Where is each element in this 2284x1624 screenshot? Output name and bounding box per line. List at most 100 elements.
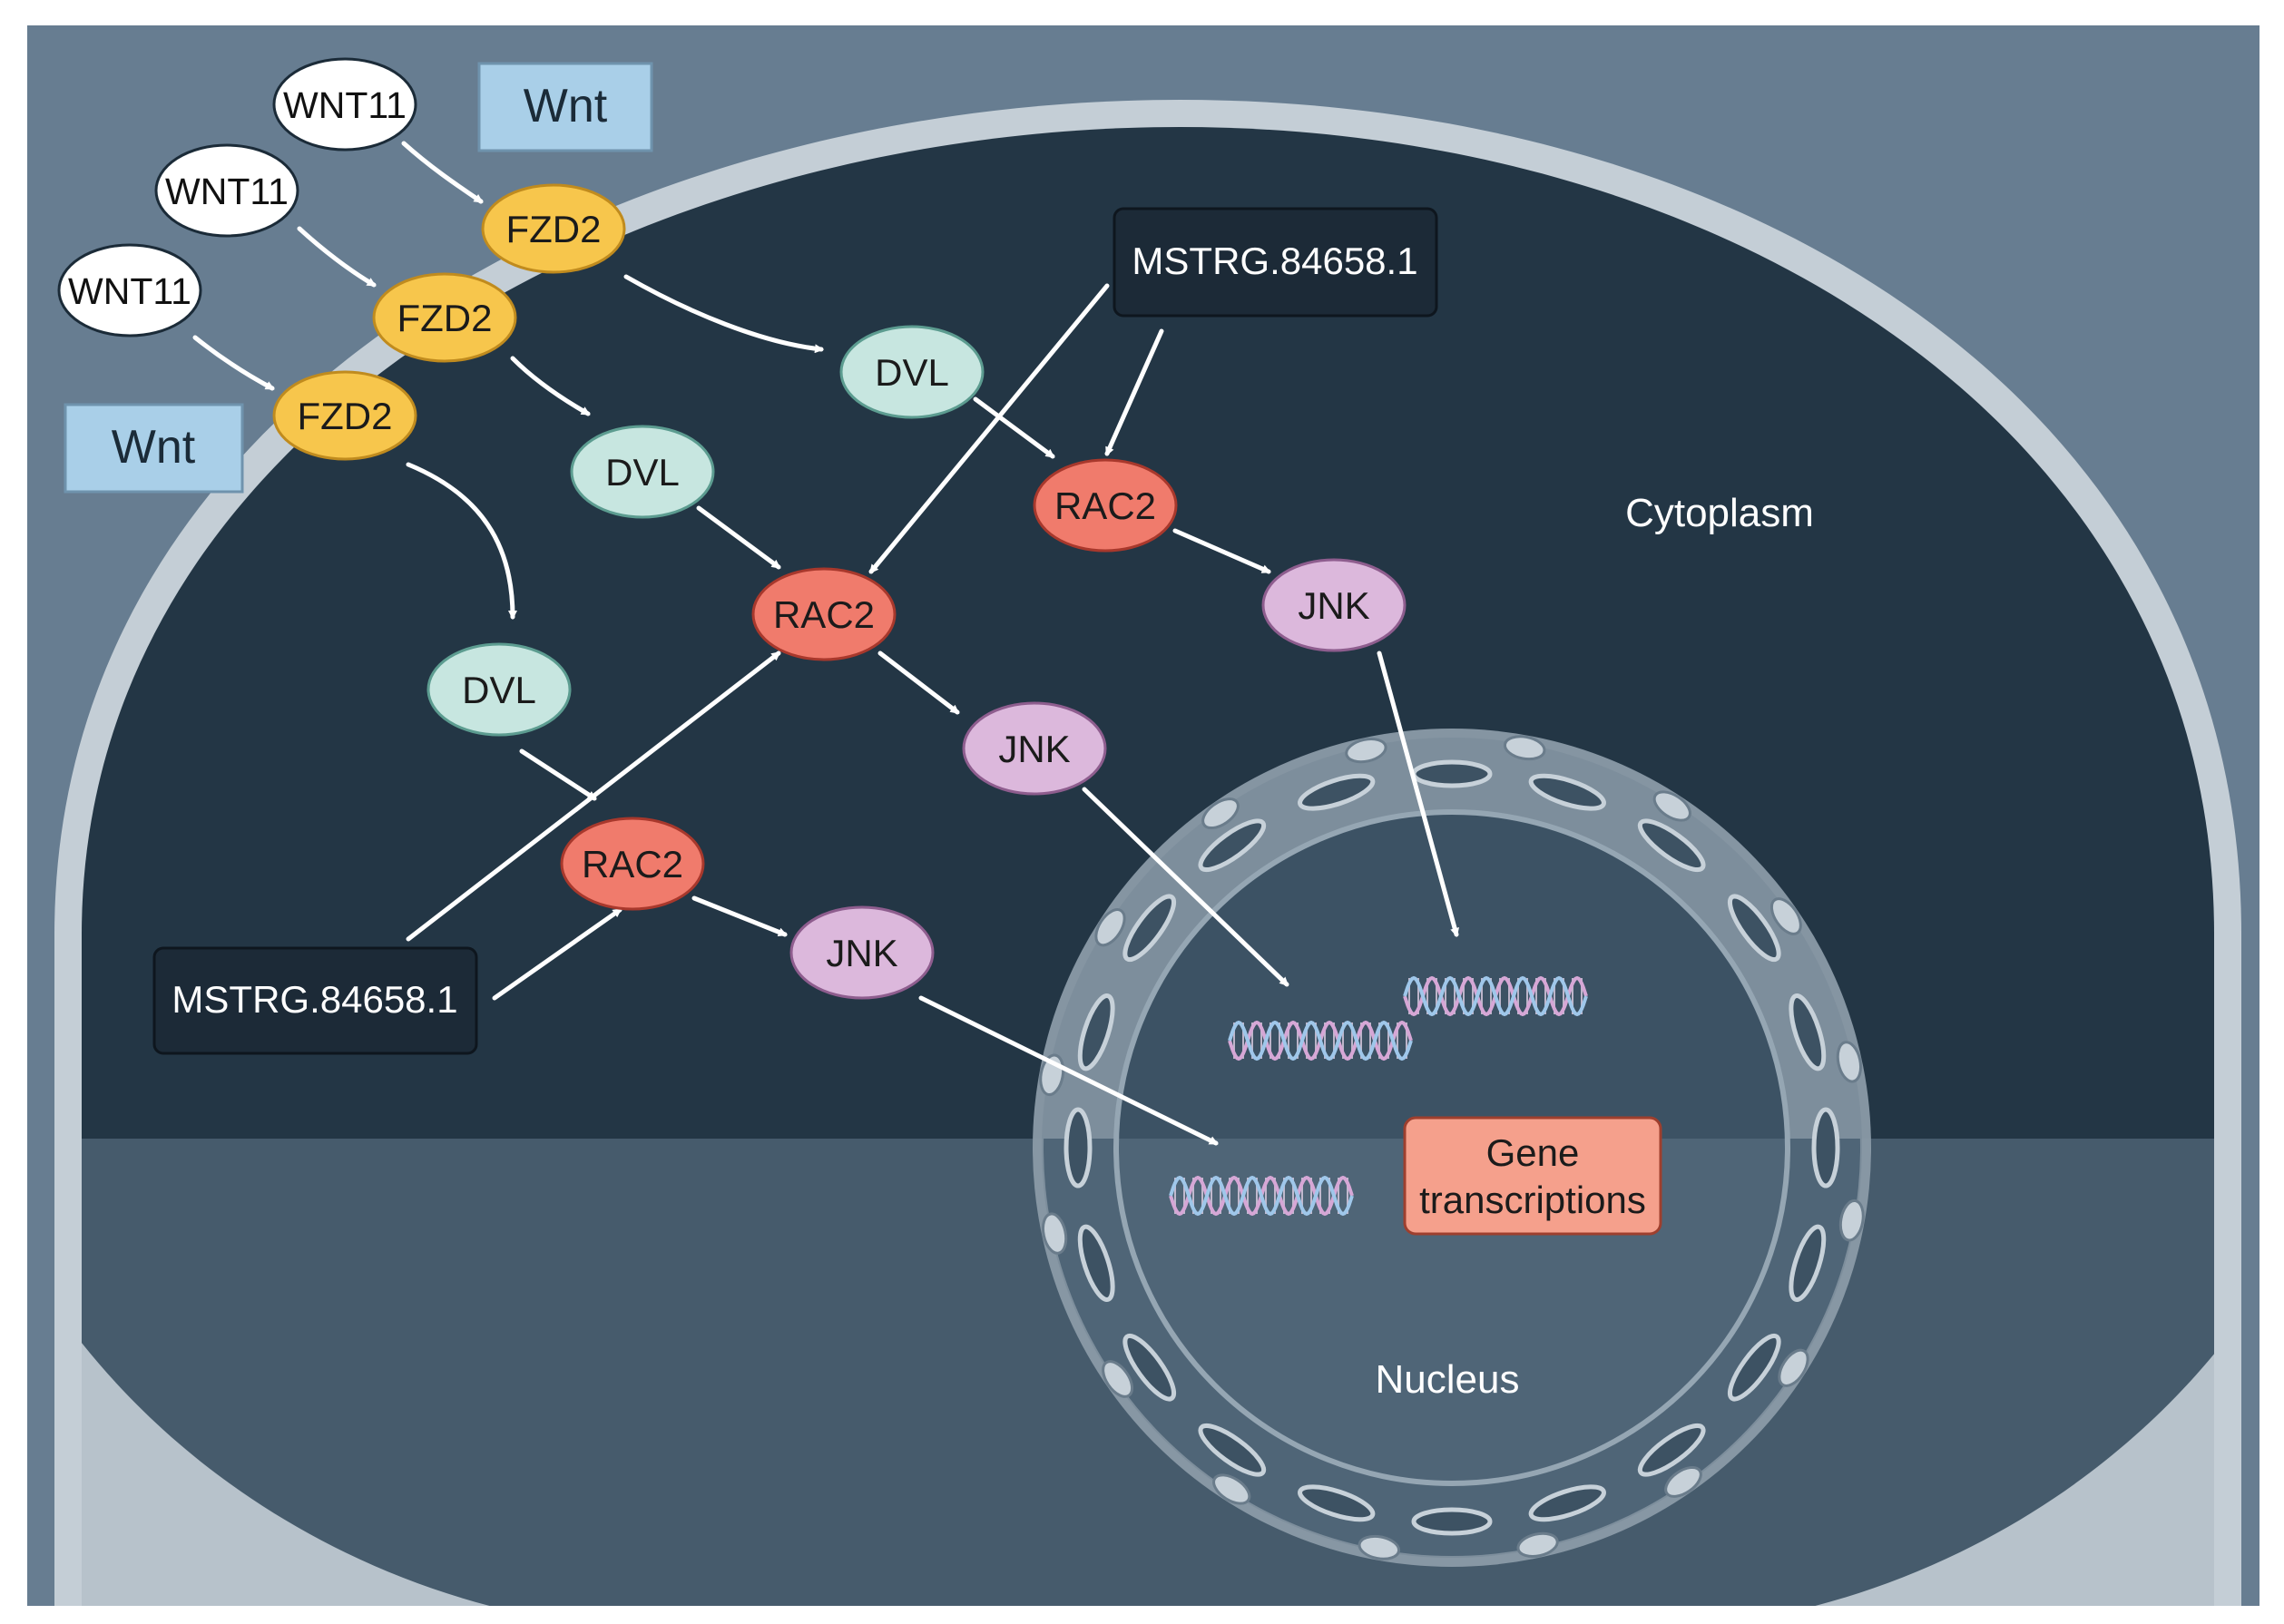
nuclear-pore-outer [1358,1534,1401,1560]
nuclear-pore-outer [1212,1473,1251,1505]
svg-text:JNK: JNK [998,728,1070,770]
nuclear-pore [1411,759,1493,788]
arrow-lncrna-top-to-rac2-2 [868,283,1110,574]
rac2-3: RAC2 [560,817,705,911]
lncrna-box-bottom: MSTRG.84658.1 [152,946,478,1055]
dvl-3: DVL [426,642,572,737]
nuclear-pore-outer [1041,1212,1068,1255]
nuclear-pore-outer [1201,797,1240,830]
rac2-1: RAC2 [1033,458,1178,553]
svg-text:RAC2: RAC2 [582,843,683,885]
nuclear-pore [1528,1484,1606,1522]
nuclear-pore-outer [1503,735,1546,761]
nuclear-pore [1411,1507,1493,1536]
wnt-box-left: Wnt [64,403,244,494]
fzd2-3: FZD2 [272,370,417,461]
nuclear-pore-outer [1778,1348,1809,1387]
arrow-rac2-1-to-jnk-1 [1172,528,1271,574]
cytoplasm-label: Cytoplasm [1625,491,1814,535]
dna-group [1169,975,1588,1217]
wnt-box-left-label: Wnt [112,421,196,474]
arrow-lncrna-bottom-to-rac2-3 [492,907,622,1001]
nuclear-pore-outer [1664,1465,1702,1498]
nuclear-pore-outer [1836,1041,1863,1083]
arrow-rac2-2-to-jnk-2 [877,651,960,715]
arrow-jnk-2-to-dna [1082,787,1289,987]
nuclear-pore [1122,894,1177,963]
nuclear-pore-outer [1769,897,1802,935]
svg-text:FZD2: FZD2 [298,395,393,437]
gene-transcriptions-box: Gene transcriptions [1403,1116,1662,1236]
nucleus-label: Nucleus [1376,1357,1520,1402]
nuclear-pore [1064,1107,1093,1189]
nuclear-pore [1727,894,1781,963]
nuclear-pore [1198,818,1267,873]
svg-text:RAC2: RAC2 [1054,484,1156,527]
arrows [192,141,1459,1146]
nuclear-pore-outer [1652,790,1691,822]
arrow-lncrna-top-to-rac2-1 [1104,328,1164,456]
wnt-box-top-label: Wnt [524,80,608,132]
nuclear-pore-outer [1102,1360,1134,1398]
dna-strand-1 [1403,975,1588,1017]
svg-text:WNT11: WNT11 [68,270,191,312]
nuclear-pore [1789,993,1827,1071]
svg-text:FZD2: FZD2 [397,297,493,339]
gene-label-line1: Gene [1486,1131,1580,1174]
svg-text:FZD2: FZD2 [506,208,602,250]
svg-text:WNT11: WNT11 [283,84,407,126]
arrow-dvl-1-to-rac2-1 [973,396,1055,459]
nuclear-pore-outer [1516,1531,1559,1559]
svg-text:DVL: DVL [605,451,680,494]
dvl-2: DVL [570,425,715,519]
nuclear-pore [1637,818,1706,873]
arrow-dvl-3-to-rac2-3 [519,748,597,801]
arrow-jnk-3-to-dna [918,995,1219,1146]
nuclear-pores [1039,735,1865,1560]
svg-text:DVL: DVL [875,351,949,394]
arrow-wnt11-2-to-fzd2-2 [297,226,377,288]
nuclear-pore-outer [1838,1198,1865,1242]
arrow-dvl-2-to-rac2-2 [696,505,781,570]
arrow-wnt11-3-to-fzd2-3 [192,335,275,391]
svg-text:JNK: JNK [826,932,897,974]
svg-text:DVL: DVL [462,669,536,711]
wnt-box-top: Wnt [477,62,653,152]
arrow-rac2-3-to-jnk-3 [691,895,788,937]
dvl-1: DVL [839,325,985,419]
jnk-1: JNK [1261,558,1407,652]
nuclear-pore [1077,1224,1115,1302]
svg-text:JNK: JNK [1298,584,1369,627]
gene-label-line2: transcriptions [1419,1179,1646,1221]
svg-text:MSTRG.84658.1: MSTRG.84658.1 [1132,240,1417,282]
nuclear-pore [1789,1224,1827,1302]
jnk-3: JNK [789,905,935,1000]
svg-text:WNT11: WNT11 [165,171,289,212]
nuclear-pore [1122,1333,1177,1402]
nuclear-pore [1637,1423,1706,1477]
fzd2-2: FZD2 [372,272,517,363]
jnk-2: JNK [962,701,1107,796]
arrow-wnt11-1-to-fzd2-1 [401,141,484,204]
dna-strand-2 [1228,1020,1413,1061]
arrow-fzd2-1-to-dvl-1 [623,274,824,354]
lncrna-box-top: MSTRG.84658.1 [1113,207,1438,318]
arrow-lncrna-bottom-to-rac2-2 [406,651,781,942]
nuclear-pore [1298,1484,1376,1522]
svg-text:MSTRG.84658.1: MSTRG.84658.1 [172,978,457,1021]
wnt11-2: WNT11 [154,143,299,238]
nuclear-pore [1077,993,1115,1071]
nuclear-pore-outer [1094,908,1126,947]
wnt11-1: WNT11 [272,57,417,152]
nuclear-pore [1298,773,1376,811]
fzd2-1: FZD2 [481,183,626,274]
rac2-2: RAC2 [751,567,897,661]
arrow-fzd2-3-to-dvl-3 [406,462,517,620]
dna-strand-3 [1169,1175,1354,1217]
nuclear-pore [1528,773,1606,811]
nuclear-pore [1198,1423,1267,1477]
svg-text:RAC2: RAC2 [773,593,875,636]
nuclear-pore [1811,1107,1840,1189]
nuclear-pore [1727,1333,1781,1402]
